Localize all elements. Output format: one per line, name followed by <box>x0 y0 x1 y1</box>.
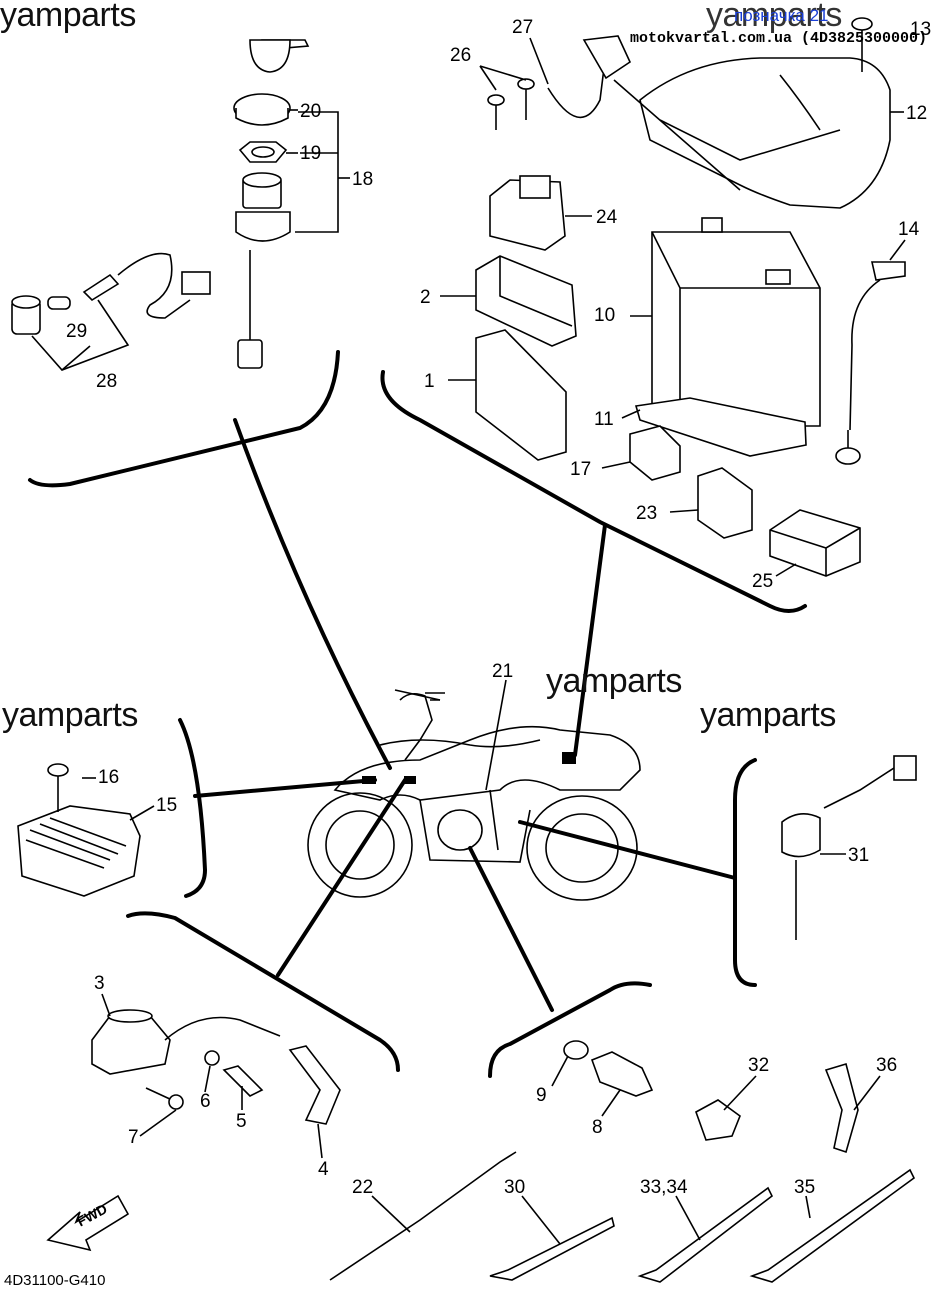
callout-leaders <box>82 37 906 1245</box>
leader-ignition <box>276 778 407 977</box>
callout-25: 25 <box>752 571 774 592</box>
callout-36: 36 <box>876 1055 898 1076</box>
callout-30: 30 <box>504 1177 526 1198</box>
callout-10: 10 <box>594 305 616 326</box>
leader-switch <box>518 820 737 880</box>
fwd-arrow <box>46 1194 130 1252</box>
callout-14: 14 <box>898 219 920 240</box>
bracket-bottom-right <box>488 981 652 1078</box>
callout-15: 15 <box>156 795 178 816</box>
callout-22: 22 <box>352 1177 374 1198</box>
watermark-right: yamparts <box>700 696 836 734</box>
callout-13: 13 <box>910 19 932 40</box>
callout-21: 21 <box>492 661 514 682</box>
watermark-top-left: yamparts <box>0 0 136 34</box>
callout-1: 1 <box>424 371 435 392</box>
callout-5: 5 <box>236 1111 247 1132</box>
callout-23: 23 <box>636 503 658 524</box>
leader-keyswitch <box>233 418 392 770</box>
watermark-left: yamparts <box>2 696 138 734</box>
main-switch-assembly <box>11 39 350 371</box>
watermark-top-right: yamparts <box>706 0 842 34</box>
bracket-top-left <box>28 350 340 488</box>
callout-16: 16 <box>98 767 120 788</box>
neutral-switch-assembly <box>781 755 917 940</box>
callout-12: 12 <box>906 103 928 124</box>
bracket-bottom-left <box>126 911 400 1072</box>
sensor-assembly <box>563 1040 654 1097</box>
atv-vehicle <box>307 689 641 901</box>
callout-4: 4 <box>318 1159 329 1180</box>
callout-29: 29 <box>66 321 88 342</box>
callout-18: 18 <box>352 169 374 190</box>
clips-and-bands <box>329 1062 916 1283</box>
leader-sensor <box>468 846 554 1012</box>
callout-17: 17 <box>570 459 592 480</box>
page-marker-link[interactable]: позначка 21 <box>734 6 829 25</box>
callout-19: 19 <box>300 143 322 164</box>
group-leaders <box>193 418 737 1012</box>
rectifier-assembly <box>17 763 141 897</box>
callout-9: 9 <box>536 1085 547 1106</box>
callout-2: 2 <box>420 287 431 308</box>
callout-11: 11 <box>594 409 614 430</box>
callout-28: 28 <box>96 371 118 392</box>
callout-24: 24 <box>596 207 618 228</box>
callout-31: 31 <box>848 845 870 866</box>
battery-assembly <box>475 17 906 577</box>
group-brackets <box>28 350 807 1078</box>
callout-8: 8 <box>592 1117 603 1138</box>
callout-20: 20 <box>300 101 322 122</box>
leader-battery <box>573 523 607 757</box>
watermark-center: yamparts <box>546 662 682 700</box>
bracket-top-right <box>380 370 807 613</box>
ignition-coil-assembly <box>91 1009 341 1125</box>
callout-27: 27 <box>512 17 534 38</box>
source-site-label: motokvartal.com.ua (4D3825300000) <box>630 30 928 47</box>
callout-33-34: 33,34 <box>640 1177 688 1198</box>
leader-rectifier <box>193 778 377 798</box>
callout-7: 7 <box>128 1127 139 1148</box>
diagram-code: 4D31100-G410 <box>4 1272 106 1289</box>
bracket-left <box>178 718 208 898</box>
bracket-right <box>733 758 757 987</box>
callout-3: 3 <box>94 973 105 994</box>
callout-32: 32 <box>748 1055 770 1076</box>
callout-26: 26 <box>450 45 472 66</box>
callout-35: 35 <box>794 1177 816 1198</box>
callout-6: 6 <box>200 1091 211 1112</box>
